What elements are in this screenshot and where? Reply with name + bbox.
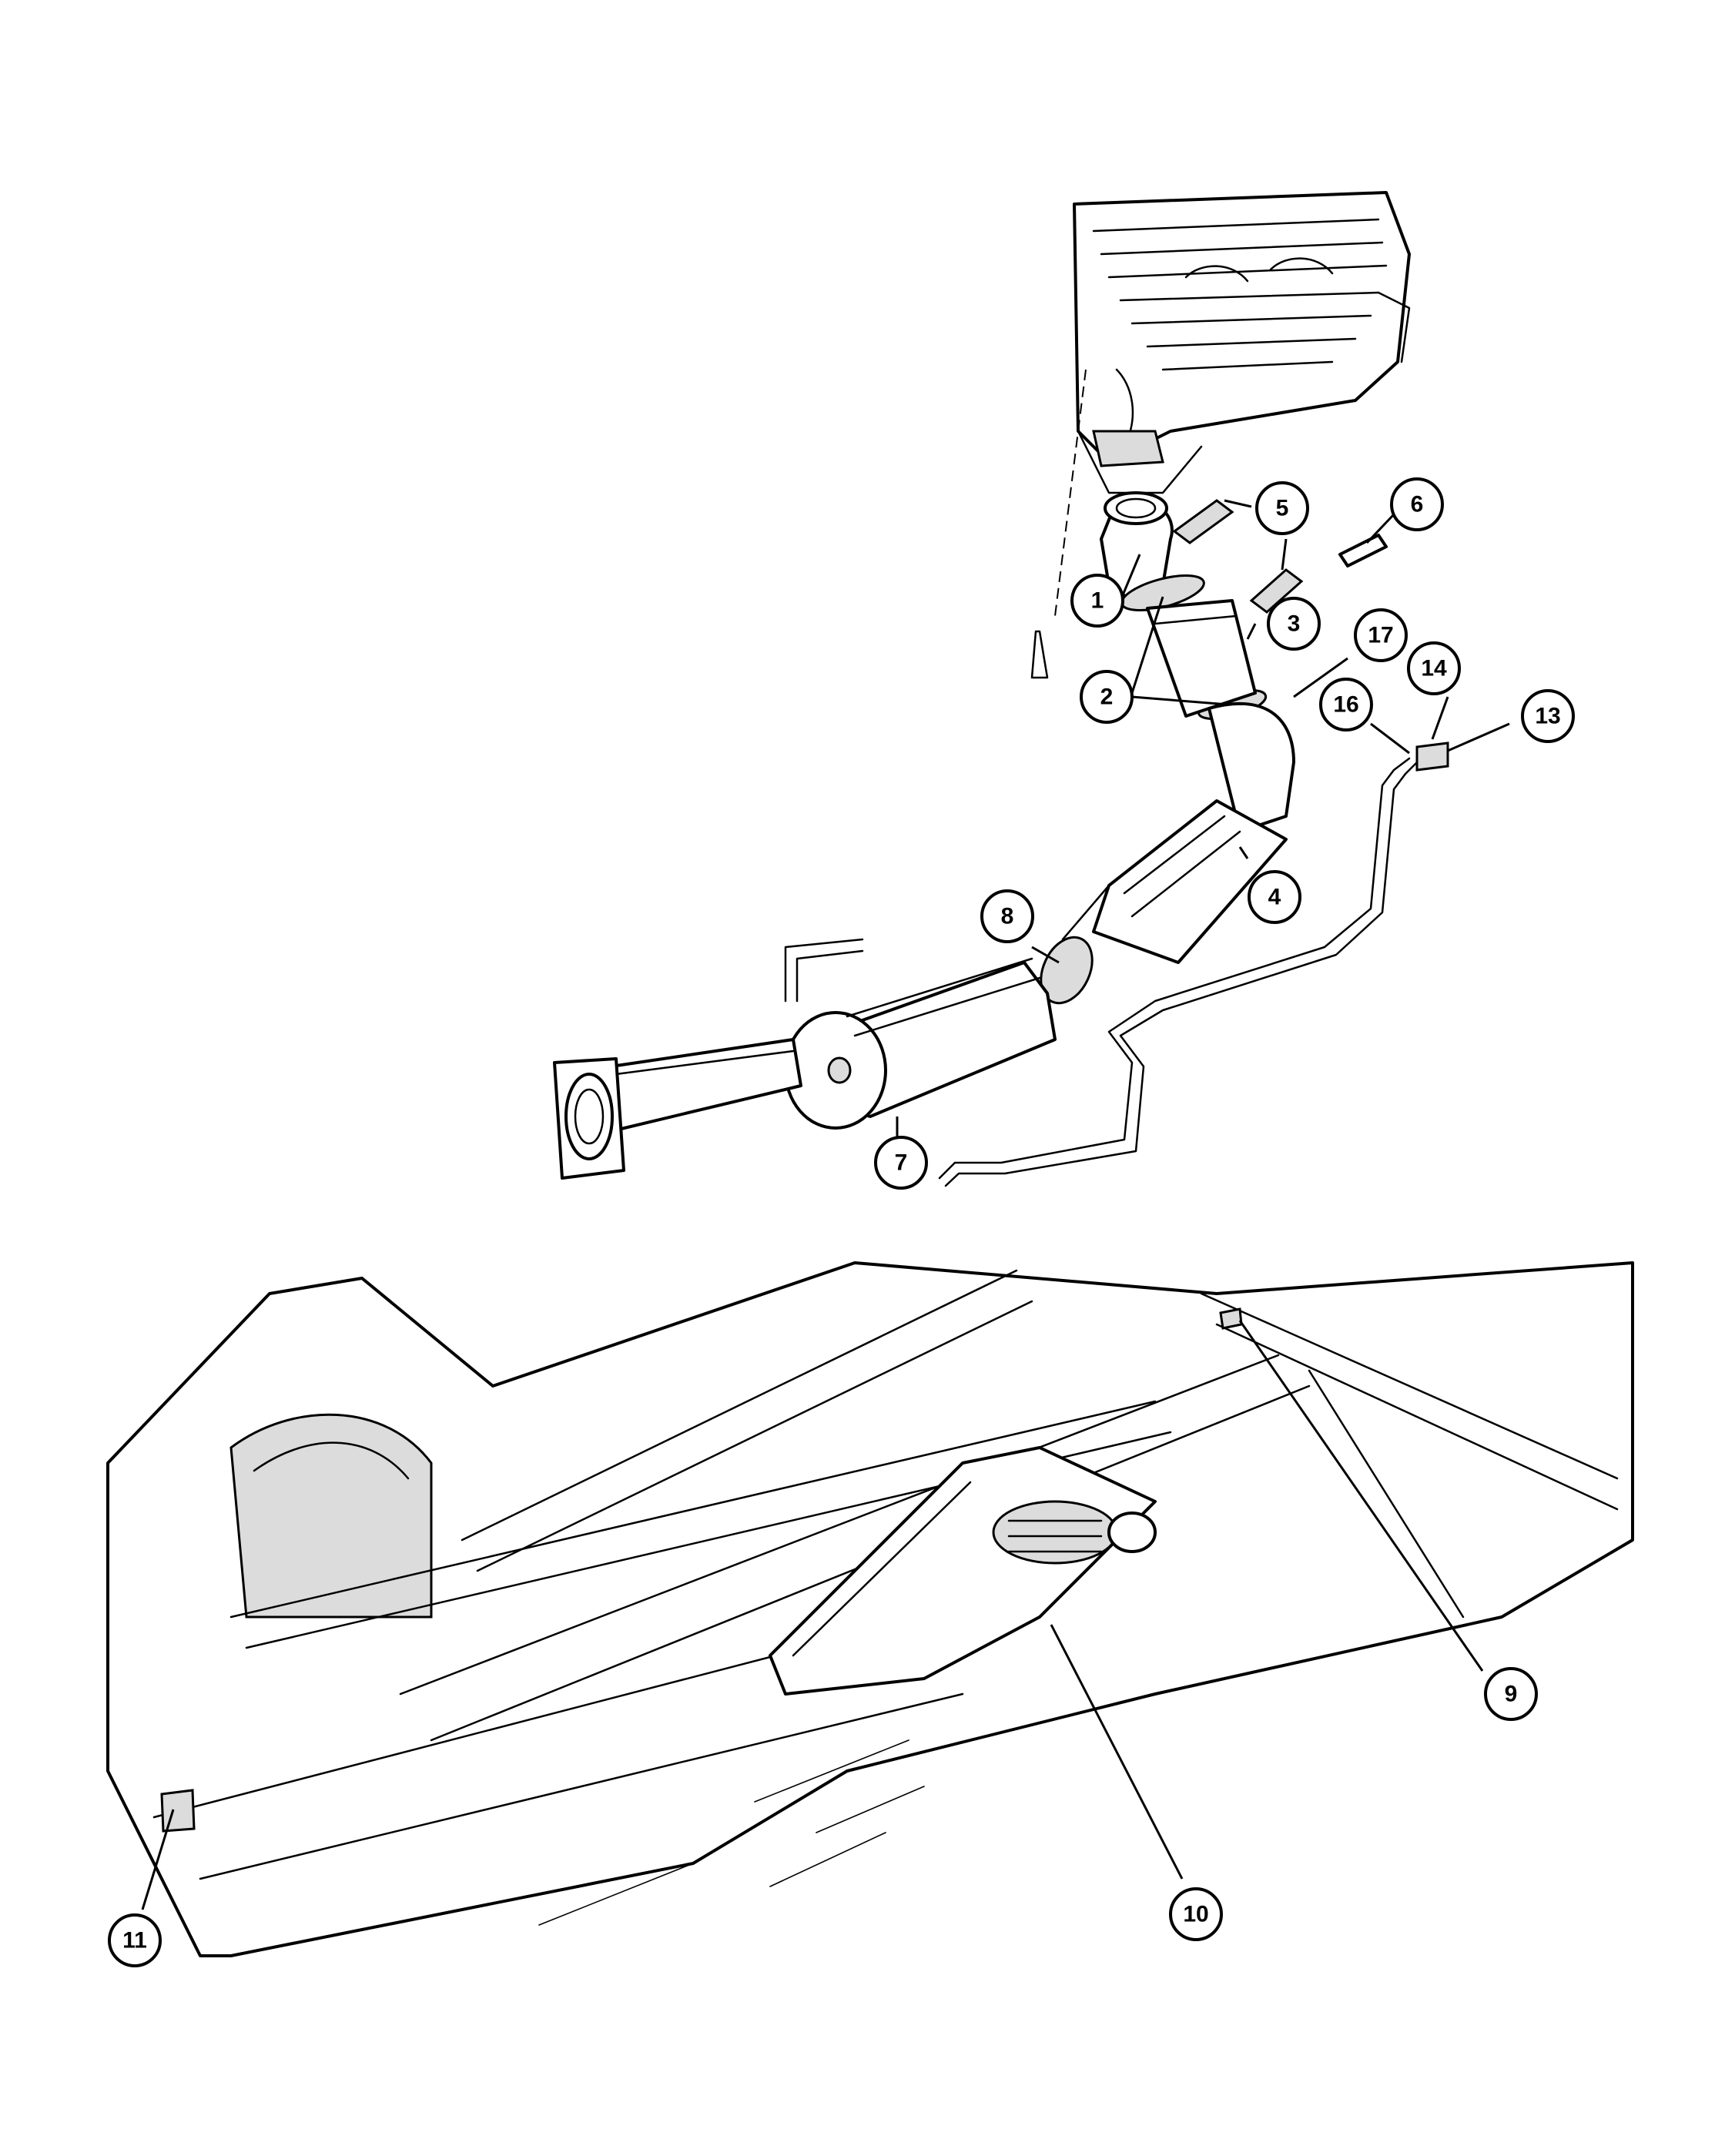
callout-5: 5 — [1255, 481, 1309, 535]
callout-2-text: 2 — [1100, 685, 1114, 710]
callout-3: 3 — [1267, 597, 1321, 651]
callout-6-text: 6 — [1411, 492, 1424, 517]
callout-11: 11 — [108, 1913, 162, 1967]
callout-1: 1 — [1070, 574, 1124, 628]
leader-lines — [141, 499, 1510, 1910]
callout-6: 6 — [1390, 477, 1444, 531]
callout-1-text: 1 — [1091, 588, 1104, 614]
callout-4-text: 4 — [1268, 885, 1281, 910]
callout-labels: 1 2 3 4 5 6 7 8 — [108, 477, 1575, 1967]
callout-17: 17 — [1354, 608, 1408, 662]
callout-9: 9 — [1484, 1667, 1538, 1721]
exhaust-pipe-assembly — [553, 491, 1449, 1187]
callout-16-text: 16 — [1333, 692, 1358, 718]
callout-11-text: 11 — [122, 1928, 147, 1953]
callout-9-text: 9 — [1505, 1682, 1518, 1707]
callout-5-text: 5 — [1276, 496, 1289, 521]
callout-10: 10 — [1169, 1887, 1223, 1941]
callout-17-text: 17 — [1368, 623, 1393, 648]
callout-4: 4 — [1248, 870, 1301, 924]
callout-13-text: 13 — [1535, 704, 1560, 729]
callout-2: 2 — [1080, 670, 1134, 724]
callout-14-text: 14 — [1421, 656, 1447, 681]
exhaust-gaskets — [1172, 499, 1388, 614]
underbody-frame — [106, 1261, 1634, 1957]
callout-3-text: 3 — [1288, 611, 1301, 637]
callout-16: 16 — [1319, 678, 1373, 732]
callout-7-text: 7 — [895, 1150, 908, 1176]
callout-7: 7 — [874, 1136, 928, 1190]
callout-8-text: 8 — [1001, 904, 1014, 929]
callout-10-text: 10 — [1183, 1902, 1208, 1927]
callout-13: 13 — [1521, 689, 1575, 743]
engine-illustration — [1030, 191, 1411, 679]
callout-14: 14 — [1407, 641, 1461, 695]
callout-8: 8 — [980, 889, 1034, 943]
